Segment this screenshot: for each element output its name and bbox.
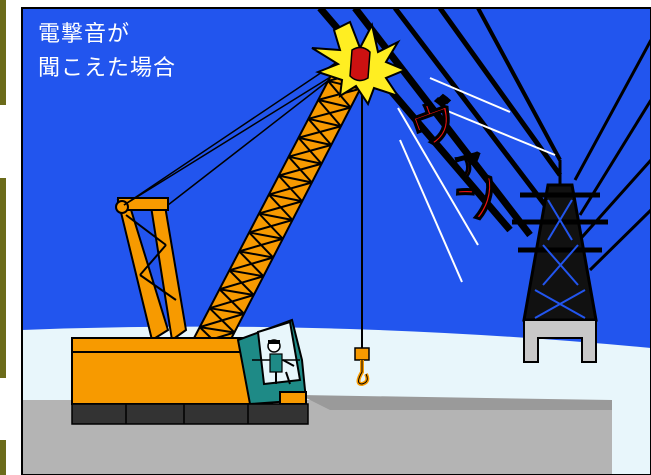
platform-shadow: [300, 395, 612, 410]
sound-lines: [397, 77, 556, 283]
caption-line-1: 電撃音が: [38, 22, 131, 47]
caption: 電撃音が 聞こえた場合: [38, 18, 176, 86]
electric-spark-icon: [311, 20, 408, 107]
pendant-cables: [123, 59, 346, 206]
power-lines: [317, 8, 651, 272]
operator-figure-icon: [267, 339, 295, 385]
tower-base: [523, 319, 597, 363]
left-edge-strip-top: [0, 0, 6, 105]
sound-effect-glyph: ァ: [447, 139, 490, 186]
crawler-tracks: [71, 403, 309, 425]
crane-hook-icon: [354, 78, 370, 387]
frame-border: [21, 7, 651, 475]
left-edge-strip-bottom: [0, 440, 6, 475]
caption-line-2: 聞こえた場合: [38, 56, 177, 81]
left-edge-strip-middle: [0, 178, 6, 378]
